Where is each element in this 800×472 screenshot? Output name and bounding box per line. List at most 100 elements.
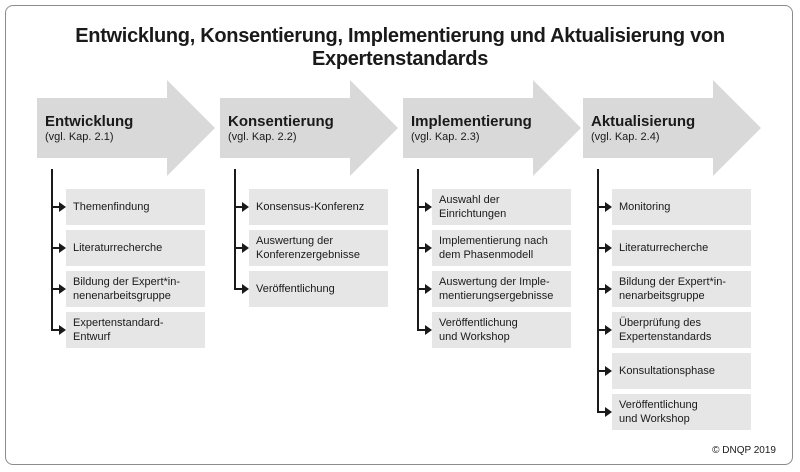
step-box: Auswahl der Einrichtungen xyxy=(432,189,571,225)
phase-implementierung: Implementierung(vgl. Kap. 2.3)Auswahl de… xyxy=(403,80,581,472)
phase-subtitle: (vgl. Kap. 2.2) xyxy=(228,131,297,143)
connector-tick xyxy=(417,206,425,208)
step-box: Themenfindung xyxy=(66,189,205,225)
step-box: Veröffentlichung xyxy=(249,271,388,307)
arrowhead-icon xyxy=(425,202,432,212)
step-item: Auswertung der Imple- mentierungsergebni… xyxy=(417,271,571,307)
step-item: Themenfindung xyxy=(51,189,205,225)
step-label: Monitoring xyxy=(619,201,671,213)
step-box: Expertenstandard- Entwurf xyxy=(66,312,205,348)
step-label: Veröffentlichung xyxy=(256,283,335,295)
phase-arrow xyxy=(220,80,398,176)
step-label: Konsultationsphase xyxy=(619,365,716,377)
phase-subtitle: (vgl. Kap. 2.4) xyxy=(591,131,660,143)
connector-tick xyxy=(51,329,59,331)
connector-tick xyxy=(234,247,242,249)
step-label: Expertenstandard- Entwurf xyxy=(73,317,164,343)
arrowhead-icon xyxy=(59,325,66,335)
step-label: Bildung der Expert*in- nenenarbeitsgrupp… xyxy=(73,276,181,302)
phase-arrow xyxy=(403,80,581,176)
step-box: Literaturrecherche xyxy=(612,230,751,266)
connector-tick xyxy=(597,206,605,208)
arrow-shape xyxy=(583,80,761,176)
connector-tick xyxy=(51,288,59,290)
step-label: Konsensus-Konferenz xyxy=(256,201,365,213)
step-item: Monitoring xyxy=(597,189,751,225)
step-box: Auswertung der Konferenzergebnisse xyxy=(249,230,388,266)
phase-title: Aktualisierung xyxy=(591,113,696,130)
step-item: Konsensus-Konferenz xyxy=(234,189,388,225)
step-box: Bildung der Expert*in- nenenarbeitsgrupp… xyxy=(66,271,205,307)
connector-tick xyxy=(597,329,605,331)
connector-tick xyxy=(597,370,605,372)
connector-line xyxy=(234,169,236,290)
arrowhead-icon xyxy=(59,284,66,294)
step-item: Auswertung der Konferenzergebnisse xyxy=(234,230,388,266)
step-item: Literaturrecherche xyxy=(51,230,205,266)
step-item: Veröffentlichung xyxy=(234,271,388,307)
phase-title: Implementierung xyxy=(411,113,532,130)
arrowhead-icon xyxy=(425,284,432,294)
step-box: Implementierung nach dem Phasenmodell xyxy=(432,230,571,266)
phase-konsentierung: Konsentierung(vgl. Kap. 2.2) Konsensus-Ko… xyxy=(220,80,398,472)
step-box: Konsensus-Konferenz xyxy=(249,189,388,225)
arrowhead-icon xyxy=(242,284,249,294)
arrowhead-icon xyxy=(425,243,432,253)
arrow-shape xyxy=(220,80,398,176)
phase-title: Entwicklung xyxy=(45,113,134,130)
arrowhead-icon xyxy=(59,243,66,253)
phase-arrow xyxy=(583,80,761,176)
connector-line xyxy=(51,169,53,331)
copyright-notice: © DNQP 2019 xyxy=(712,445,776,456)
step-label: Literaturrecherche xyxy=(619,242,709,254)
step-item: Auswahl der Einrichtungen xyxy=(417,189,571,225)
step-item: Veröffentlichung und Workshop xyxy=(597,394,751,430)
step-item: Konsultationsphase xyxy=(597,353,751,389)
arrowhead-icon xyxy=(242,243,249,253)
arrowhead-icon xyxy=(425,325,432,335)
connector-tick xyxy=(417,288,425,290)
step-box: Veröffentlichung und Workshop xyxy=(612,394,751,430)
connector-tick xyxy=(417,247,425,249)
connector-tick xyxy=(51,206,59,208)
step-label: Literaturrecherche xyxy=(73,242,163,254)
connector-line xyxy=(597,169,599,413)
connector-tick xyxy=(597,288,605,290)
connector-tick xyxy=(597,247,605,249)
arrowhead-icon xyxy=(605,284,612,294)
phase-title: Konsentierung xyxy=(228,113,334,130)
step-item: Bildung der Expert*in- nenenarbeitsgrupp… xyxy=(51,271,205,307)
step-label: Auswahl der Einrichtungen xyxy=(439,194,507,220)
step-item: Literaturrecherche xyxy=(597,230,751,266)
diagram-title: Entwicklung, Konsentierung, Implementier… xyxy=(75,25,725,70)
diagram-frame xyxy=(5,5,793,465)
step-box: Überprüfung des Expertenstandards xyxy=(612,312,751,348)
connector-tick xyxy=(234,206,242,208)
arrow-shape xyxy=(403,80,581,176)
step-label: Veröffentlichung und Workshop xyxy=(439,317,518,343)
connector-tick xyxy=(234,288,242,290)
step-item: Implementierung nach dem Phasenmodell xyxy=(417,230,571,266)
arrowhead-icon xyxy=(605,366,612,376)
connector-tick xyxy=(597,411,605,413)
step-label: Auswertung der Imple- mentierungsergebni… xyxy=(439,276,554,302)
phase-subtitle: (vgl. Kap. 2.1) xyxy=(45,131,114,143)
step-box: Bildung der Expert*in- nenarbeitsgruppe xyxy=(612,271,751,307)
step-box: Konsultationsphase xyxy=(612,353,751,389)
arrowhead-icon xyxy=(605,407,612,417)
step-box: Auswertung der Imple- mentierungsergebni… xyxy=(432,271,571,307)
step-item: Bildung der Expert*in- nenarbeitsgruppe xyxy=(597,271,751,307)
arrow-shape xyxy=(37,80,215,176)
step-label: Auswertung der Konferenzergebnisse xyxy=(256,235,360,261)
arrowhead-icon xyxy=(605,325,612,335)
connector-tick xyxy=(51,247,59,249)
phase-arrow xyxy=(37,80,215,176)
step-item: Expertenstandard- Entwurf xyxy=(51,312,205,348)
step-box: Literaturrecherche xyxy=(66,230,205,266)
connector-line xyxy=(417,169,419,331)
step-label: Implementierung nach dem Phasenmodell xyxy=(439,235,548,261)
arrowhead-icon xyxy=(605,202,612,212)
step-item: Überprüfung des Expertenstandards xyxy=(597,312,751,348)
step-box: Monitoring xyxy=(612,189,751,225)
